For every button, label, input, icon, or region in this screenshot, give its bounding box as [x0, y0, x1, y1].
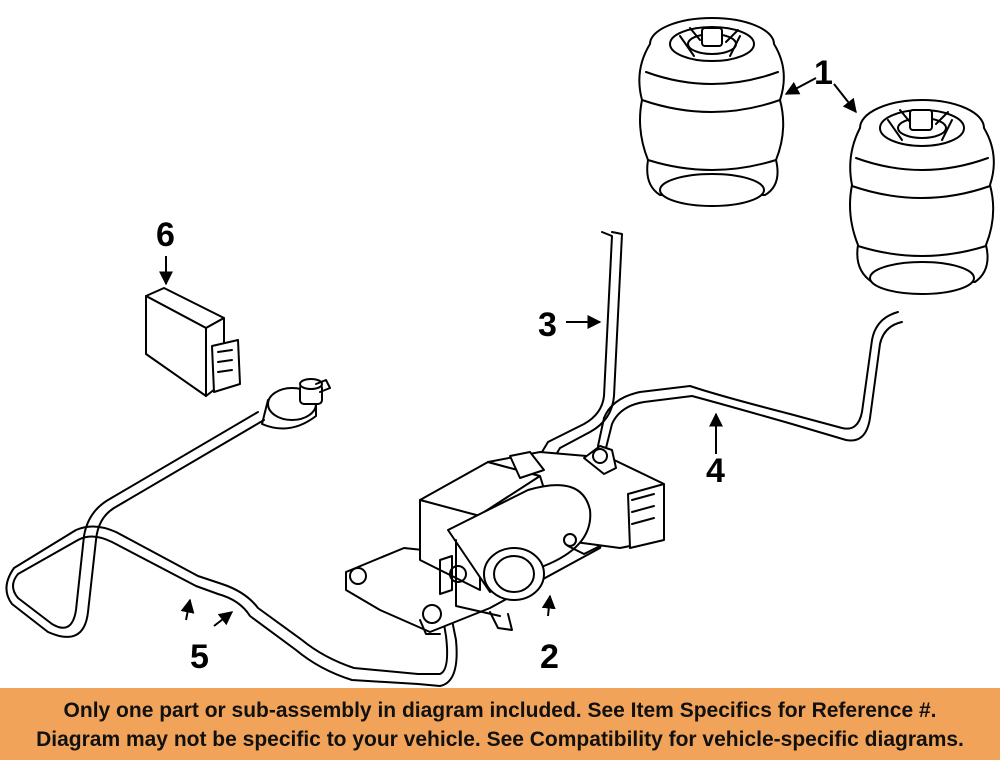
callout-6: 6 [156, 216, 175, 254]
compressor-assembly-2 [345, 445, 665, 635]
wiring-harness-5 [5, 378, 458, 687]
disclaimer-banner: Only one part or sub-assembly in diagram… [0, 688, 1000, 760]
callout-4: 4 [706, 452, 725, 490]
air-line-4 [597, 311, 903, 449]
callout-5: 5 [190, 638, 209, 676]
leader-arrows [159, 77, 857, 627]
air-spring-right [849, 99, 995, 295]
callout-3: 3 [538, 306, 557, 344]
air-spring-left [638, 17, 785, 207]
air-line-3 [541, 231, 623, 459]
callout-1: 1 [814, 54, 833, 92]
callout-2: 2 [540, 638, 559, 676]
disclaimer-line-2: Diagram may not be specific to your vehi… [36, 728, 964, 751]
control-module-6 [145, 287, 241, 397]
disclaimer-line-1: Only one part or sub-assembly in diagram… [63, 699, 937, 722]
parts-diagram: 1 2 3 4 5 6 [5, 17, 995, 687]
